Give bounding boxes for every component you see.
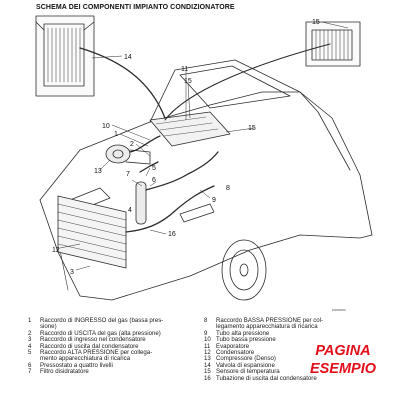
legend-number: 3	[28, 336, 32, 344]
legend-text: Raccordo BASSA PRESSIONE per col-	[216, 317, 324, 324]
legend-number: 10	[204, 336, 211, 344]
legend-item-9: 9 Tubo alta pressione	[204, 329, 380, 337]
legend-number: 12	[204, 349, 211, 357]
legend-right-column: 8 Raccordo BASSA PRESSIONE per col-legame…	[204, 317, 380, 382]
legend-number: 14	[204, 361, 211, 369]
legend-item-8-cont: legamento apparecchiatura di ricarica	[204, 323, 380, 331]
legend-text: Condensatore	[216, 349, 255, 357]
legend-item-5-cont: mento apparecchiatura di ricarica	[28, 355, 198, 363]
callout-1: 1	[114, 131, 118, 138]
callout-5: 5	[152, 165, 156, 172]
legend-item-12: 12 Condensatore	[204, 349, 380, 357]
callout-12: 12	[52, 247, 60, 254]
legend-text: Tubo alta pressione	[216, 329, 270, 337]
car-body-outline	[39, 59, 373, 301]
callout-6: 6	[152, 177, 156, 184]
front-wheel	[221, 239, 267, 301]
legend-number: 6	[28, 361, 32, 369]
legend-number: 1	[28, 317, 32, 324]
callout-10: 10	[102, 123, 110, 130]
callout-2: 2	[130, 141, 134, 148]
legend-item-5: 5 Raccordo ALTA PRESSIONE per collega-	[28, 349, 198, 357]
callout-leaders	[59, 21, 349, 271]
legend-text: Raccordo di INGRESSO del gas (bassa pres…	[40, 317, 164, 324]
filter-drier	[135, 181, 147, 225]
legend-item-13: 13 Compressore (Denso)	[204, 355, 380, 363]
compressor	[105, 144, 151, 165]
callout-15-right: 15	[248, 125, 256, 132]
figure-reference-code: P0000000	[332, 308, 346, 312]
legend-number: 4	[28, 342, 32, 350]
legend-item-4: 4 Raccordo di uscita dal condensatore	[28, 342, 198, 350]
legend-number: 15	[204, 368, 211, 376]
callout-15-top: 15	[312, 19, 320, 26]
legend-text: Valvola di espansione	[216, 361, 275, 369]
legend-number: 2	[28, 329, 32, 337]
callout-4: 4	[128, 207, 132, 214]
callout-numbers: 14 15 11 15 10 1 2 15 13 7 5 6 8 9 16 12…	[52, 19, 320, 276]
inset-evaporator-detail	[35, 15, 95, 97]
legend-text: Tubo bassa pressione	[216, 336, 276, 344]
legend-text: Filtro disidratatore	[40, 368, 89, 376]
legend-item-1: 1 Raccordo di INGRESSO del gas (bassa pre…	[28, 317, 198, 324]
condenser	[57, 195, 127, 269]
side-light	[179, 203, 215, 223]
legend-item-2: 2 Raccordo di USCITA del gas (alta pressi…	[28, 329, 198, 337]
legend-text: Sensore di temperatura	[216, 368, 280, 376]
legend-text: Raccordo di uscita dal condensatore	[40, 342, 139, 350]
legend-item-10: 10 Tubo bassa pressione	[204, 336, 380, 344]
ac-pipes	[79, 43, 331, 233]
callout-3: 3	[70, 269, 74, 276]
legend-number: 7	[28, 368, 32, 376]
legend-item-11: 11 Evaporatore	[204, 342, 380, 350]
legend-text: Pressostato a quattro livelli	[40, 361, 113, 369]
legend-number: 13	[204, 355, 211, 363]
legend-text: legamento apparecchiatura di ricarica	[216, 323, 318, 331]
callout-13: 13	[94, 168, 102, 175]
legend-text: Compressore (Denso)	[216, 355, 276, 363]
page-title: SCHEMA DEI COMPONENTI IMPIANTO CONDIZION…	[36, 4, 235, 11]
legend-text: mento apparecchiatura di ricarica	[40, 355, 131, 363]
inset-sensor-detail	[305, 21, 361, 67]
watermark-sample-page: PAGINA ESEMPIO	[300, 342, 386, 378]
legend-text: Evaporatore	[216, 342, 250, 350]
legend-text: Raccordo ALTA PRESSIONE per collega-	[40, 349, 153, 357]
legend-text: Tubazione di uscita dal condensatore	[216, 374, 317, 382]
legend-item-14: 14 Valvola di espansione	[204, 361, 380, 369]
legend-item-15: 15 Sensore di temperatura	[204, 368, 380, 376]
watermark-line-2: ESEMPIO	[309, 361, 377, 377]
legend-text: Raccordo di ingresso nel condensatore	[40, 336, 146, 344]
callout-16: 16	[168, 231, 176, 238]
legend-item-1-cont: sione)	[28, 323, 198, 331]
legend-number: 9	[204, 329, 208, 337]
legend-number: 16	[204, 374, 211, 382]
legend-item-16: 16 Tubazione di uscita dal condensatore	[204, 374, 380, 382]
legend-number: 5	[28, 349, 32, 357]
callout-12-top: 15	[184, 78, 192, 85]
legend-text: sione)	[40, 323, 57, 331]
legend-item-3: 3 Raccordo di ingresso nel condensatore	[28, 336, 198, 344]
ac-system-diagram: 14 15 11 15 10 1 2 15 13 7 5 6 8 9 16 12…	[35, 15, 373, 301]
legend-item-8: 8 Raccordo BASSA PRESSIONE per col-	[204, 317, 380, 324]
legend-text: Raccordo di USCITA del gas (alta pressio…	[40, 329, 161, 337]
callout-7: 7	[126, 171, 130, 178]
legend-number: 8	[204, 317, 208, 324]
legend-item-6: 6 Pressostato a quattro livelli	[28, 361, 198, 369]
callout-9: 9	[212, 197, 216, 204]
watermark-line-1: PAGINA	[315, 343, 371, 359]
legend-number: 11	[204, 342, 211, 350]
callout-14: 14	[124, 54, 132, 61]
callout-11: 11	[181, 66, 188, 73]
legend-item-7: 7 Filtro disidratatore	[28, 368, 198, 376]
legend-left-column: 1 Raccordo di INGRESSO del gas (bassa pre…	[28, 317, 198, 376]
callout-8: 8	[226, 185, 230, 192]
